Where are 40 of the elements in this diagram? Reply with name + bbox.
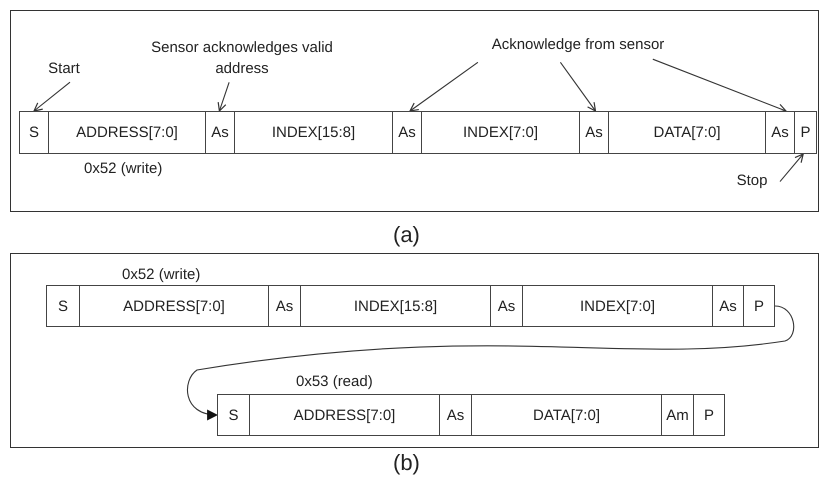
- address-caption: 0x52 (write): [122, 266, 200, 283]
- packet-field: INDEX[15:8]: [234, 111, 393, 154]
- packet-field: Am: [661, 394, 694, 436]
- packet-field: INDEX[7:0]: [421, 111, 580, 154]
- packet-field: S: [46, 285, 80, 327]
- curved-arrow: [187, 305, 794, 420]
- annotation-text: Stop: [732, 170, 772, 191]
- packet-field: P: [794, 111, 817, 154]
- packet-field: As: [490, 285, 523, 327]
- leader-arrow: [560, 62, 596, 112]
- packet-field: As: [765, 111, 795, 154]
- packet-field: As: [205, 111, 235, 154]
- panel-label: (b): [393, 450, 420, 476]
- panel-label: (a): [393, 222, 420, 248]
- packet-field: As: [579, 111, 609, 154]
- annotation-text: Sensor acknowledges valid address: [150, 37, 334, 79]
- packet-field: ADDRESS[7:0]: [48, 111, 206, 154]
- annotation-text: Start: [44, 58, 84, 79]
- packet-field: S: [217, 394, 250, 436]
- leader-arrow: [780, 153, 804, 182]
- packet-field: DATA[7:0]: [608, 111, 766, 154]
- leader-arrow: [652, 58, 787, 112]
- packet-field: P: [743, 285, 775, 327]
- packet-field: P: [693, 394, 725, 436]
- leader-arrow: [409, 62, 478, 112]
- address-caption: 0x52 (write): [84, 160, 162, 177]
- leader-arrow: [33, 82, 70, 112]
- address-caption: 0x53 (read): [296, 373, 373, 390]
- annotation-text: Acknowledge from sensor: [468, 34, 688, 55]
- packet-field: DATA[7:0]: [471, 394, 662, 436]
- packet-field: ADDRESS[7:0]: [79, 285, 269, 327]
- packet-field: As: [268, 285, 301, 327]
- packet-field: INDEX[15:8]: [300, 285, 491, 327]
- packet-field: As: [712, 285, 744, 327]
- packet-field: INDEX[7:0]: [522, 285, 713, 327]
- packet-field: As: [392, 111, 422, 154]
- packet-field: S: [19, 111, 49, 154]
- packet-field: As: [439, 394, 472, 436]
- leader-arrow: [218, 82, 230, 112]
- packet-field: ADDRESS[7:0]: [249, 394, 440, 436]
